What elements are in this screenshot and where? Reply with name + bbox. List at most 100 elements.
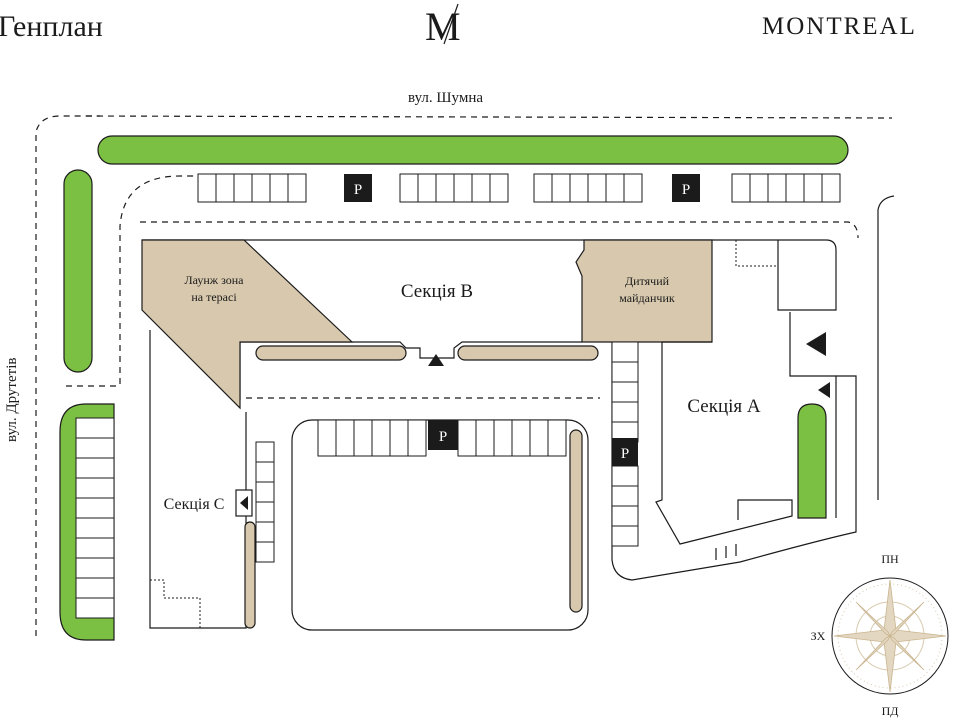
playground-label-2: майданчик — [619, 291, 675, 305]
section-a-northeast-block — [712, 239, 837, 311]
parking-space — [287, 173, 307, 203]
parking-space — [335, 419, 355, 457]
entrance-arrow-b — [428, 354, 444, 366]
parking-space — [569, 173, 589, 203]
parking-sign-label: P — [439, 429, 447, 445]
parking-space — [611, 465, 639, 487]
parking-space — [611, 381, 639, 403]
parking-space — [269, 173, 289, 203]
parking-row-north — [197, 173, 841, 203]
parking-space — [749, 173, 769, 203]
stair-section-c — [150, 579, 201, 628]
parking-space — [353, 419, 373, 457]
parking-space — [407, 419, 427, 457]
road-edge-north — [85, 115, 893, 119]
green-strip-north — [97, 135, 849, 165]
parking-space — [75, 437, 115, 459]
lounge-zone-label-2: на терасі — [191, 290, 237, 304]
parking-column-a — [611, 341, 639, 547]
lounge-zone — [141, 239, 354, 410]
parking-space — [255, 441, 275, 463]
parking-space — [821, 173, 841, 203]
parking-space — [611, 401, 639, 423]
parking-space — [371, 419, 391, 457]
parking-row-courtyard — [317, 419, 567, 457]
green-strip-east — [797, 403, 827, 519]
parking-space — [489, 173, 509, 203]
parking-space — [551, 173, 571, 203]
parking-sign-label: P — [682, 182, 690, 198]
walkway-tan-c — [244, 521, 256, 629]
parking-space — [529, 419, 549, 457]
compass-west: ЗХ — [811, 629, 826, 643]
parking-space — [417, 173, 437, 203]
parking-space — [197, 173, 217, 203]
parking-space — [255, 481, 275, 503]
walkway-tan-courtyard — [569, 429, 583, 613]
entrance-arrow-a-small — [818, 382, 830, 398]
parking-sign-north-2: P — [672, 174, 700, 202]
section-a-label: Секція А — [687, 396, 761, 417]
parking-space — [75, 577, 115, 599]
section-c-outline — [149, 330, 247, 629]
compass-south: ПД — [882, 704, 899, 718]
walkway-tan-right — [457, 345, 599, 361]
parking-space — [611, 341, 639, 363]
stair-marks-a — [715, 544, 737, 560]
stair-north — [735, 240, 776, 267]
parking-space — [255, 461, 275, 483]
walkway-tan-left — [255, 345, 407, 361]
road-edge-east — [877, 195, 895, 500]
parking-space — [75, 417, 115, 439]
street-label-north: вул. Шумна — [408, 90, 483, 106]
parking-row-west — [75, 417, 115, 619]
entrance-arrow-a — [806, 332, 826, 356]
parking-space — [75, 517, 115, 539]
parking-sign-north-1: P — [344, 174, 372, 202]
parking-space — [75, 497, 115, 519]
parking-space — [785, 173, 805, 203]
parking-space — [587, 173, 607, 203]
compass-rose: ПН ЗХ ПД — [811, 552, 949, 718]
parking-space — [317, 419, 337, 457]
entrance-arrow-c — [240, 496, 248, 510]
brand-logo-mark: M — [425, 3, 461, 49]
section-b-label: Секція В — [401, 281, 473, 302]
logo-letter: M — [425, 4, 461, 49]
parking-space — [611, 505, 639, 527]
parking-space — [453, 173, 473, 203]
parking-space — [75, 457, 115, 479]
parking-space — [75, 597, 115, 619]
courtyard-a-path — [611, 342, 857, 581]
parking-space — [233, 173, 253, 203]
parking-space — [215, 173, 235, 203]
parking-space — [389, 419, 409, 457]
parking-space — [435, 173, 455, 203]
parking-space — [767, 173, 787, 203]
parking-space — [475, 419, 495, 457]
road-edge-inner-curve — [119, 175, 200, 384]
parking-space — [623, 173, 643, 203]
section-a-outline — [655, 341, 793, 545]
street-label-west: вул. Друтетів — [4, 358, 20, 442]
parking-space — [255, 521, 275, 543]
green-strip-west — [63, 169, 93, 373]
page-title: Генплан — [0, 10, 103, 43]
parking-space — [471, 173, 491, 203]
parking-sign-a: P — [612, 438, 638, 466]
parking-space — [75, 477, 115, 499]
parking-space — [399, 173, 419, 203]
parking-space — [611, 525, 639, 547]
playground-label-1: Дитячий — [625, 274, 670, 288]
parking-space — [251, 173, 271, 203]
parking-space — [75, 537, 115, 559]
parking-space — [493, 419, 513, 457]
parking-space — [611, 485, 639, 507]
section-c-label: Секція С — [164, 496, 225, 513]
parking-space — [457, 419, 477, 457]
parking-space — [255, 501, 275, 523]
lounge-zone-label-1: Лаунж зона — [185, 273, 245, 287]
playground-zone — [575, 239, 713, 343]
parking-space — [255, 541, 275, 563]
